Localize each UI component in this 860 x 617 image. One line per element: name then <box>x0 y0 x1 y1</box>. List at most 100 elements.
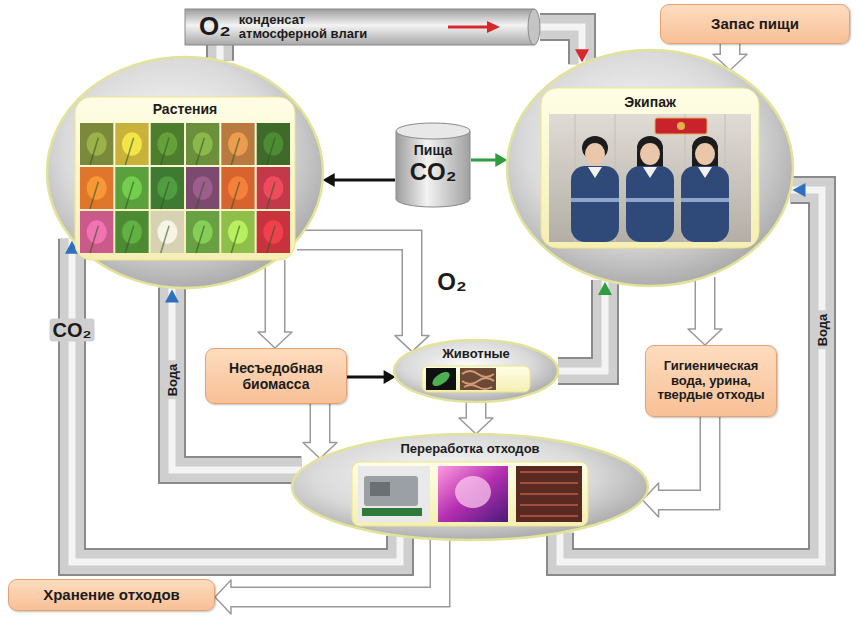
arrow-outline <box>229 539 440 597</box>
arrowhead <box>323 173 335 187</box>
illustration-part <box>267 138 275 165</box>
pipe-body <box>558 280 605 371</box>
arrowhead <box>258 332 292 348</box>
food-store-box: Запас пищи <box>660 4 850 44</box>
illustration-part <box>358 466 430 522</box>
plant-photo <box>257 123 290 165</box>
illustration-part <box>90 226 98 253</box>
illustration-part <box>231 138 239 165</box>
illustration-part <box>196 182 204 209</box>
illustration-part <box>681 166 729 242</box>
node-content: Гигиеническая вода, урина, твердые отход… <box>646 346 776 416</box>
illustration-part <box>422 366 530 392</box>
waste-input-box: Гигиеническая вода, урина, твердые отход… <box>645 345 777 417</box>
flow-label: CO₂ <box>50 319 95 342</box>
arrow-outline <box>720 44 741 56</box>
illustration-part <box>588 167 602 178</box>
illustration-part <box>677 122 685 130</box>
animal-photos <box>422 366 530 392</box>
node-content: Хранение отходов <box>9 580 214 610</box>
arrow-line <box>334 179 395 182</box>
illustration-part <box>370 482 390 496</box>
node-text: Переработка отходов <box>400 442 539 457</box>
illustration-part <box>470 131 471 199</box>
arrow-body <box>266 260 284 334</box>
flow-label: Вода <box>816 311 831 350</box>
illustration-part <box>571 198 619 202</box>
arrow-body <box>229 539 440 597</box>
arrow-outline <box>310 404 331 444</box>
pipe-highlight <box>540 27 582 64</box>
illustration-part <box>221 211 254 253</box>
illustration-part <box>231 182 239 209</box>
crew-ellipse-outline <box>505 48 795 288</box>
illustration-part <box>115 123 148 165</box>
node-content: Запас пищи <box>661 5 849 43</box>
illustration-part <box>186 167 219 209</box>
arrowhead <box>165 290 179 303</box>
illustration-part <box>462 378 494 384</box>
node-text: Пища <box>414 142 452 158</box>
node-content: ПищаCO₂ <box>395 122 471 208</box>
illustration-part <box>267 182 275 209</box>
edge-label-anchor: Вода <box>163 361 181 400</box>
illustration-part <box>541 88 759 248</box>
illustration-part <box>460 368 496 390</box>
illustration-part <box>186 123 219 165</box>
illustration-part <box>643 167 657 178</box>
illustration-part <box>257 211 290 253</box>
arrowhead <box>688 329 722 345</box>
cylinder-top <box>396 123 470 139</box>
plant-photo <box>115 123 148 165</box>
illustration-part <box>362 508 422 516</box>
illustration-part <box>520 504 578 506</box>
illustration-part <box>698 167 712 178</box>
food-co2-cylinder: ПищаCO₂ <box>395 122 471 208</box>
node-content: Растения <box>45 55 325 290</box>
illustration-part <box>151 123 184 165</box>
illustration-part <box>196 138 204 165</box>
illustration-part <box>257 167 290 209</box>
illustration-part <box>520 482 578 484</box>
plant-photo <box>221 167 254 209</box>
illustration-part <box>549 114 751 242</box>
thin-connector <box>347 370 396 384</box>
plant-photo <box>151 167 184 209</box>
fat-connector <box>297 240 429 352</box>
ellipse-body <box>47 57 323 288</box>
illustration-part <box>571 166 619 242</box>
pipe-body <box>185 9 534 45</box>
crew-ellipse: Экипаж <box>505 48 795 288</box>
fat-connector <box>215 539 440 614</box>
illustration-part <box>430 369 452 389</box>
plant-photo <box>115 167 148 209</box>
plant-photo <box>186 211 219 253</box>
crew-photo <box>541 88 759 248</box>
illustration-part <box>257 123 290 165</box>
node-text: Растения <box>153 101 218 117</box>
node-text: конденсат атмосферной влаги <box>239 13 389 40</box>
illustration-part <box>151 167 184 209</box>
illustration-part <box>161 182 169 209</box>
illustration-part <box>655 118 707 134</box>
waste-processing-ellipse: Переработка отходов <box>290 432 650 542</box>
illustration-part <box>80 211 113 253</box>
arrow-body <box>297 240 412 338</box>
inedible-biomass-box: Несъедобная биомасса <box>205 348 347 404</box>
illustration-part <box>186 211 219 253</box>
flow-label: O₂ <box>434 268 469 296</box>
node-content: O₂конденсат атмосферной влаги <box>185 9 540 45</box>
pipe-wall <box>558 280 605 371</box>
node-content: Животные <box>392 338 560 404</box>
pipe-highlight <box>217 45 224 61</box>
fat-connector <box>303 404 337 459</box>
illustration-part <box>90 182 98 209</box>
node-text: Гигиеническая вода, урина, твердые отход… <box>654 359 768 404</box>
arrowhead <box>575 49 589 62</box>
thin-connector <box>471 153 507 167</box>
illustration-part <box>695 143 715 165</box>
illustration-part <box>80 167 113 209</box>
illustration-part <box>221 167 254 209</box>
illustration-part <box>125 138 133 165</box>
